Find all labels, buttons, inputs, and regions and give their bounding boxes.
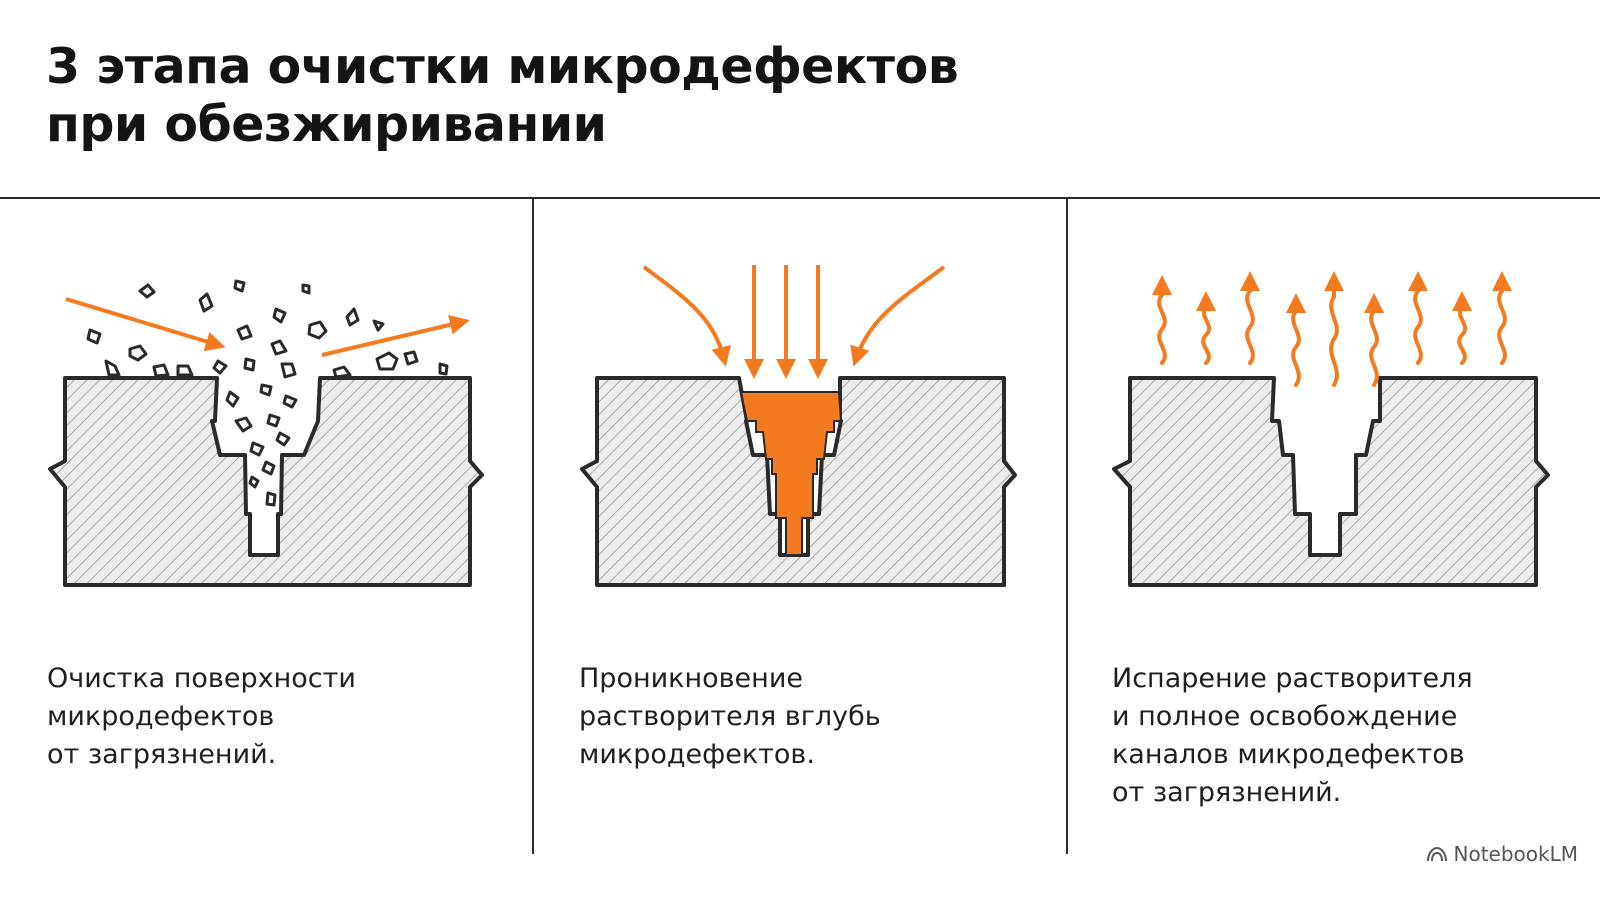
page-title: 3 этапа очистки микродефектов при обезжи… [46,38,959,154]
outgoing-arrow-icon [321,315,470,357]
stage-3-caption-line-2: и полное освобождение [1112,701,1458,732]
stage-3-diagram [1112,271,1550,587]
solvent-arrow-icon [642,265,946,379]
stage-2-caption-line-3: микродефектов. [579,739,815,770]
material-block [48,376,484,587]
stage-2-diagram [580,265,1017,587]
stage-1-caption-line-2: микродефектов [47,701,275,732]
stage-3-caption: Испарение растворителя и полное освобожд… [1112,660,1473,812]
incoming-arrow-icon [65,297,226,352]
stage-2-panel: Проникновение растворителя вглубь микрод… [534,199,1066,854]
stage-3-panel: Испарение растворителя и полное освобожд… [1068,199,1600,854]
material-block [1112,376,1550,587]
solvent-fill [739,391,843,556]
stage-1-diagram [48,279,484,587]
stage-3-caption-line-1: Испарение растворителя [1112,663,1473,694]
material-block [580,376,1017,587]
column-divider-1 [532,199,534,854]
stage-2-caption-line-2: растворителя вглубь [579,701,881,732]
stage-1-caption: Очистка поверхности микродефектов от заг… [47,660,356,774]
header-divider [0,197,1600,199]
stage-3-caption-line-4: от загрязнений. [1112,777,1342,808]
brand-name: NotebookLM [1453,842,1579,866]
title-line-1: 3 этапа очистки микродефектов [46,38,959,95]
stage-1-caption-line-1: Очистка поверхности [47,663,356,694]
column-divider-2 [1066,199,1068,854]
vapor-arrow-icon [1152,271,1512,387]
title-line-2: при обезжиривании [46,96,607,153]
notebooklm-logo-icon [1426,846,1447,862]
stage-3-caption-line-3: каналов микродефектов [1112,739,1465,770]
stage-1-panel: Очистка поверхности микродефектов от заг… [0,199,532,854]
stage-2-caption-line-1: Проникновение [579,663,803,694]
stage-2-caption: Проникновение растворителя вглубь микрод… [579,660,881,774]
brand-watermark: NotebookLM [1426,842,1579,866]
stage-1-caption-line-3: от загрязнений. [47,739,277,770]
dirt-particles-icon [86,279,449,507]
